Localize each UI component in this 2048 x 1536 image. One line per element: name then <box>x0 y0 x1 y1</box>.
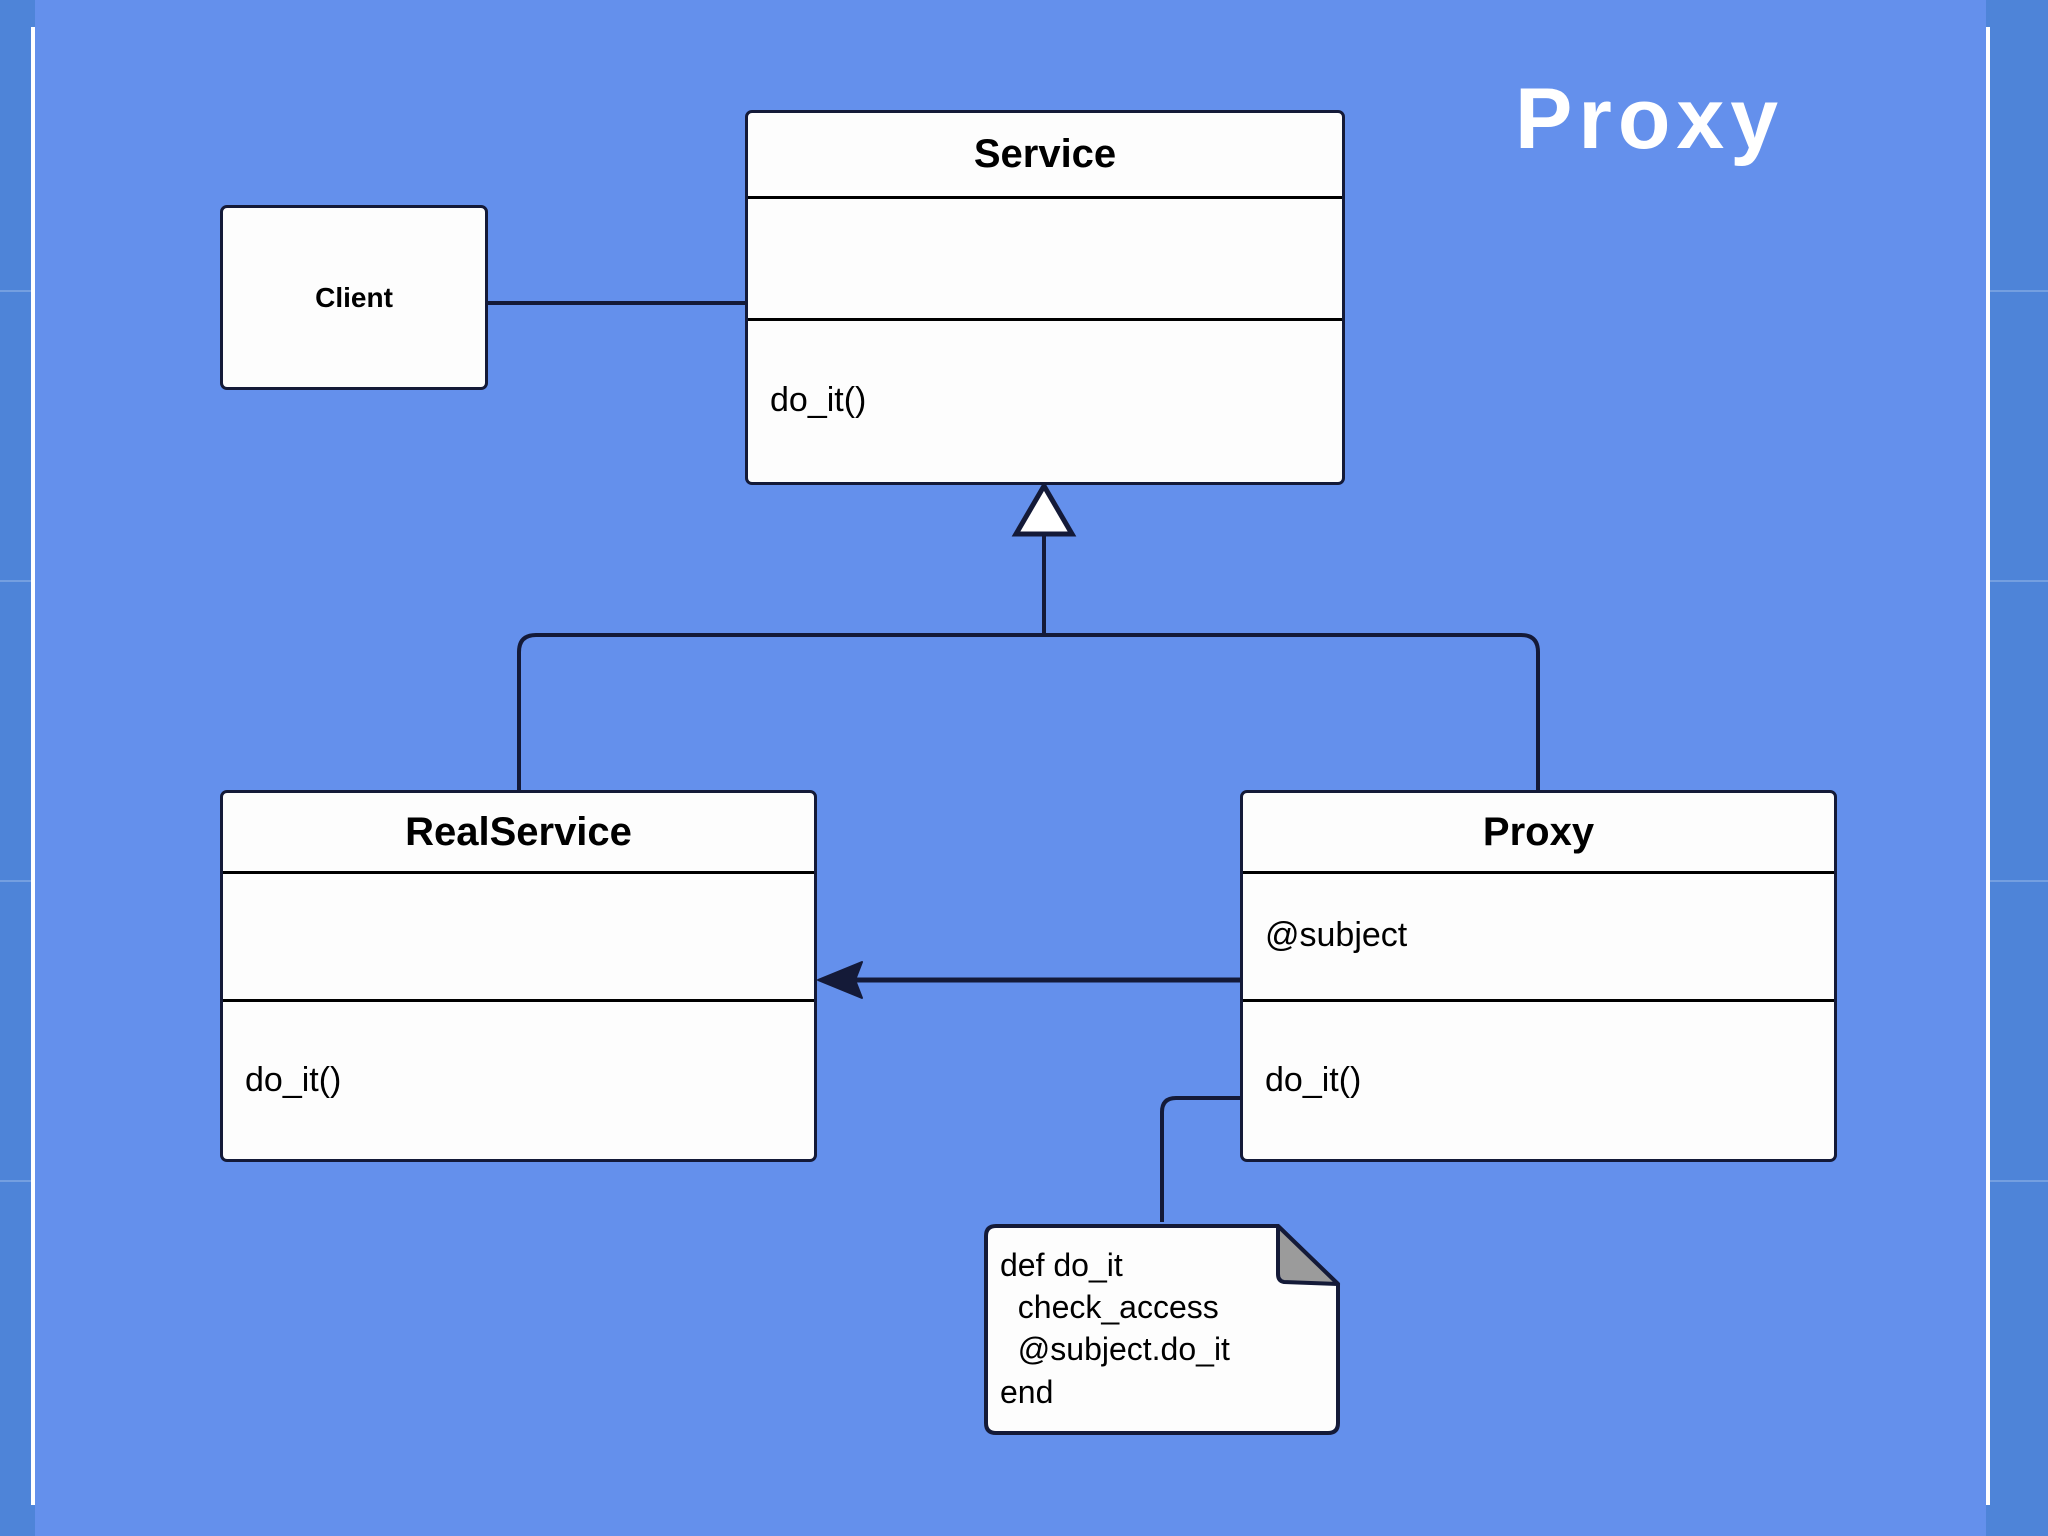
class-box-proxy[interactable]: Proxy @subject do_it() <box>1240 790 1837 1162</box>
divider <box>748 196 1342 199</box>
class-attributes-service <box>748 196 1342 318</box>
divider <box>223 999 814 1002</box>
class-box-client[interactable]: Client <box>220 205 488 390</box>
right-edge-rule <box>1986 27 1990 1505</box>
class-box-realservice[interactable]: RealService do_it() <box>220 790 817 1162</box>
page-title: Proxy <box>1515 71 1785 167</box>
connector-generalization-fork <box>517 633 1540 790</box>
note-shape-icon <box>984 1224 1340 1435</box>
divider <box>223 871 814 874</box>
class-methods-service: do_it() <box>770 380 867 419</box>
divider <box>748 318 1342 321</box>
note-code-text: def do_it check_access @subject.do_it en… <box>1000 1247 1230 1410</box>
class-name-service: Service <box>973 132 1117 176</box>
left-slide-edge-strip <box>0 0 35 1536</box>
generalization-triangle-icon <box>1011 481 1077 537</box>
arrowhead-filled-icon <box>817 961 863 999</box>
divider <box>1243 871 1834 874</box>
class-name-client: Client <box>315 281 393 313</box>
class-methods-proxy: do_it() <box>1265 1061 1362 1099</box>
connector-proxy-to-note <box>1160 1096 1240 1222</box>
class-name-realservice: RealService <box>405 809 632 854</box>
right-slide-edge-strip <box>1986 0 2048 1536</box>
divider <box>1243 999 1834 1002</box>
left-edge-rule <box>31 27 35 1505</box>
class-name-proxy: Proxy <box>1482 809 1595 854</box>
class-methods-realservice: do_it() <box>245 1061 342 1099</box>
class-attributes-realservice <box>223 871 814 999</box>
uml-note-proxy-do-it[interactable]: def do_it check_access @subject.do_it en… <box>978 1222 1342 1437</box>
class-attributes-proxy: @subject <box>1265 915 1408 954</box>
class-box-service[interactable]: Service do_it() <box>745 110 1345 485</box>
